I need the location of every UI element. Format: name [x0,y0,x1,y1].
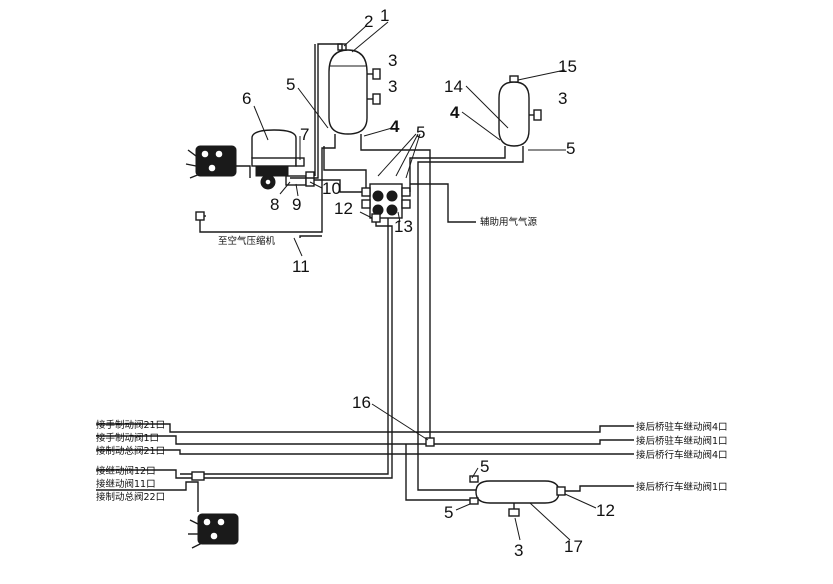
left-label-1: 接手制动阀21口 [96,419,165,431]
left-label-6: 接制动总阀22口 [96,491,165,503]
fitting-5-top [469,475,479,483]
right-label-3: 接后桥行车继动阀4口 [636,449,728,461]
drain-valve-3b [367,93,381,105]
label-12a: 12 [334,199,353,218]
junction-16 [425,437,435,447]
label-5a: 5 [286,75,295,94]
label-1: 1 [380,6,389,25]
reservoir-1 [328,49,368,135]
label-11: 11 [292,257,310,276]
valve-12-upper [371,213,381,223]
brake-chamber-lower [188,513,239,549]
label-12b: 12 [596,501,615,520]
fitting-5-bottom [469,497,479,505]
label-5b: 5 [566,139,575,158]
label-13: 13 [394,217,413,236]
drain-valve-3a [367,68,381,80]
valve-10 [305,171,315,187]
label-15: 15 [558,57,577,76]
label-4a: 4 [390,117,400,136]
left-label-2: 接手制动阀1口 [96,432,159,444]
right-label-1: 接后桥驻车继动阀4口 [636,421,728,433]
label-14: 14 [444,77,463,96]
left-label-3: 接制动总阀21口 [96,445,165,457]
reservoir-14 [498,75,542,147]
label-3b: 3 [388,77,397,96]
left-label-4: 接继动阀12口 [96,465,156,477]
left-label-5: 接继动阀11口 [96,478,156,490]
label-2: 2 [364,12,373,31]
drain-valve-3d [508,508,520,517]
label-5c: 5 [416,123,425,142]
aux-air-source-label: 辅助用气气源 [480,216,538,228]
label-4b: 4 [450,103,460,122]
label-3c: 3 [558,89,567,108]
label-8: 8 [270,195,279,214]
label-3a: 3 [388,51,397,70]
annotations: 至空气压缩机 辅助用气气源 接手制动阀21口 接手制动阀1口 接制动总阀21口 … [96,216,728,503]
label-7: 7 [300,125,309,144]
label-6: 6 [242,89,251,108]
fitting-12-lower [556,486,566,496]
right-label-4: 接后桥行车继动阀1口 [636,481,728,493]
label-9: 9 [292,195,301,214]
label-3d: 3 [514,541,523,560]
label-16: 16 [352,393,371,412]
pipe-network [96,43,634,512]
fitting-15 [509,75,519,83]
label-5d: 5 [480,457,489,476]
label-5e: 5 [444,503,453,522]
right-label-2: 接后桥驻车继动阀1口 [636,435,728,447]
drain-valve-3c [533,109,542,121]
label-17: 17 [564,537,583,556]
leader-lines [253,21,597,541]
air-dryer-6 [251,129,315,190]
brake-chamber-upper [185,145,237,179]
reservoir-17 [469,475,566,517]
protection-valve-13 [361,183,411,219]
to-compressor-label: 至空气压缩机 [218,235,276,247]
label-10: 10 [322,179,341,198]
component-numbers: 1 2 3 3 5 4 15 14 4 3 5 5 6 7 10 8 9 12 … [242,6,615,560]
